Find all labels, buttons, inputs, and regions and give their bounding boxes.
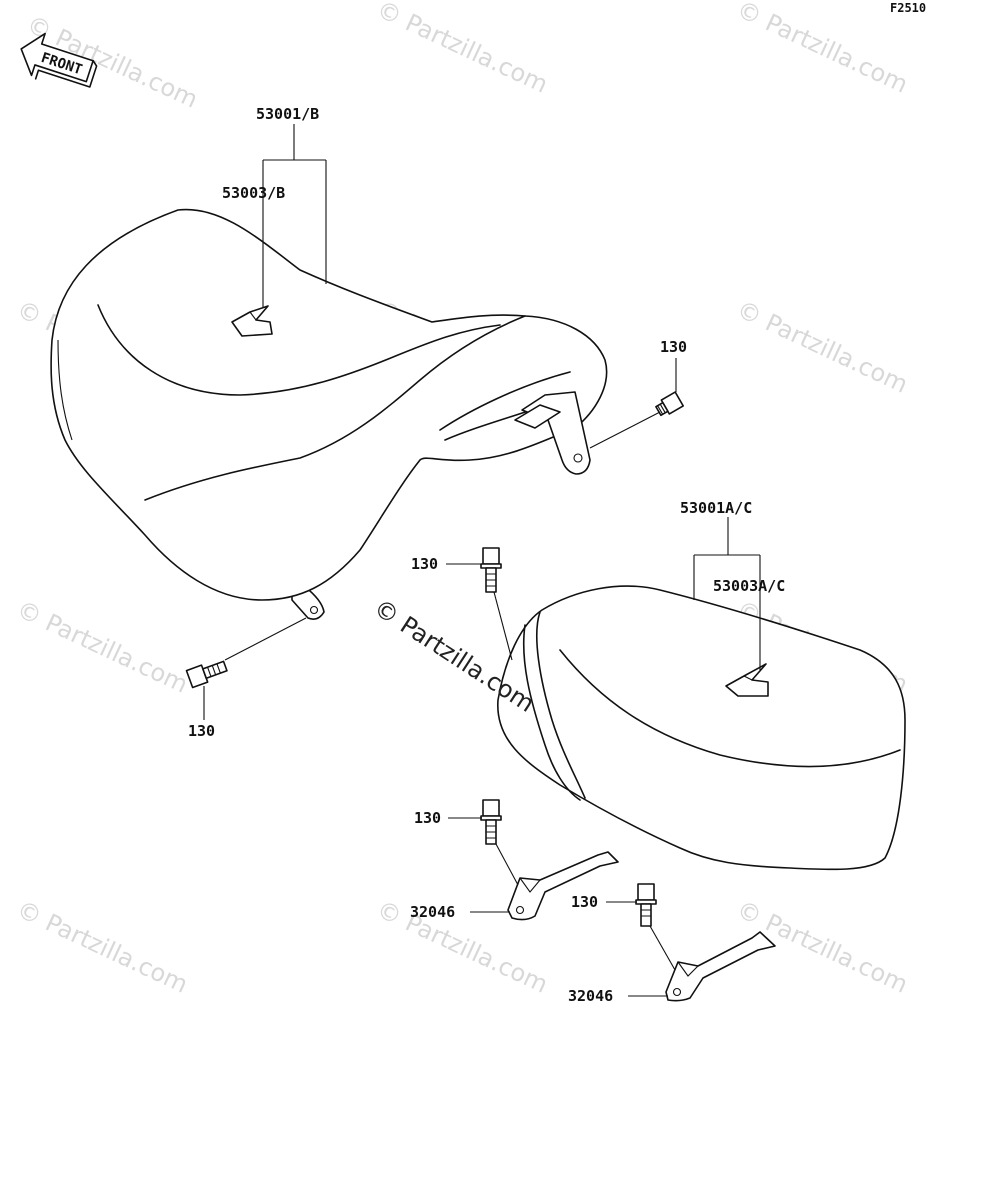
bolt-bracket-right-icon (635, 883, 657, 927)
bolt-left-lower-icon (185, 660, 228, 689)
label-bolt-upper-right: 130 (660, 338, 687, 356)
watermark-6: © Partzilla.com (732, 295, 912, 399)
label-bolt-bracket-right: 130 (571, 893, 598, 911)
bolt-bracket-left-icon (480, 799, 502, 845)
bracket-right-drawing (665, 931, 776, 1002)
label-53003a-c: 53003A/C (713, 577, 785, 595)
watermark-3: © Partzilla.com (732, 0, 912, 99)
label-32046-right: 32046 (568, 987, 613, 1005)
front-arrow-icon: FRONT (20, 32, 98, 88)
figure-code: F2510 (890, 1, 926, 15)
watermark-2: © Partzilla.com (372, 0, 552, 99)
watermark-9: © Partzilla.com (12, 895, 192, 999)
label-53003-b: 53003/B (222, 184, 285, 202)
watermark-7: © Partzilla.com (12, 595, 192, 699)
label-bolt-left-lower: 130 (188, 722, 215, 740)
bolt-center-icon (480, 547, 502, 593)
bracket-left-drawing (507, 851, 619, 921)
label-53001-b: 53001/B (256, 105, 319, 123)
label-bolt-center: 130 (411, 555, 438, 573)
rear-seat-drawing (497, 585, 906, 871)
bolt-upper-right-icon (655, 391, 684, 417)
leader-lines (203, 124, 761, 997)
label-bolt-bracket-left: 130 (414, 809, 441, 827)
main-seat-drawing (50, 208, 608, 620)
label-53001a-c: 53001A/C (680, 499, 752, 517)
label-32046-left: 32046 (410, 903, 455, 921)
